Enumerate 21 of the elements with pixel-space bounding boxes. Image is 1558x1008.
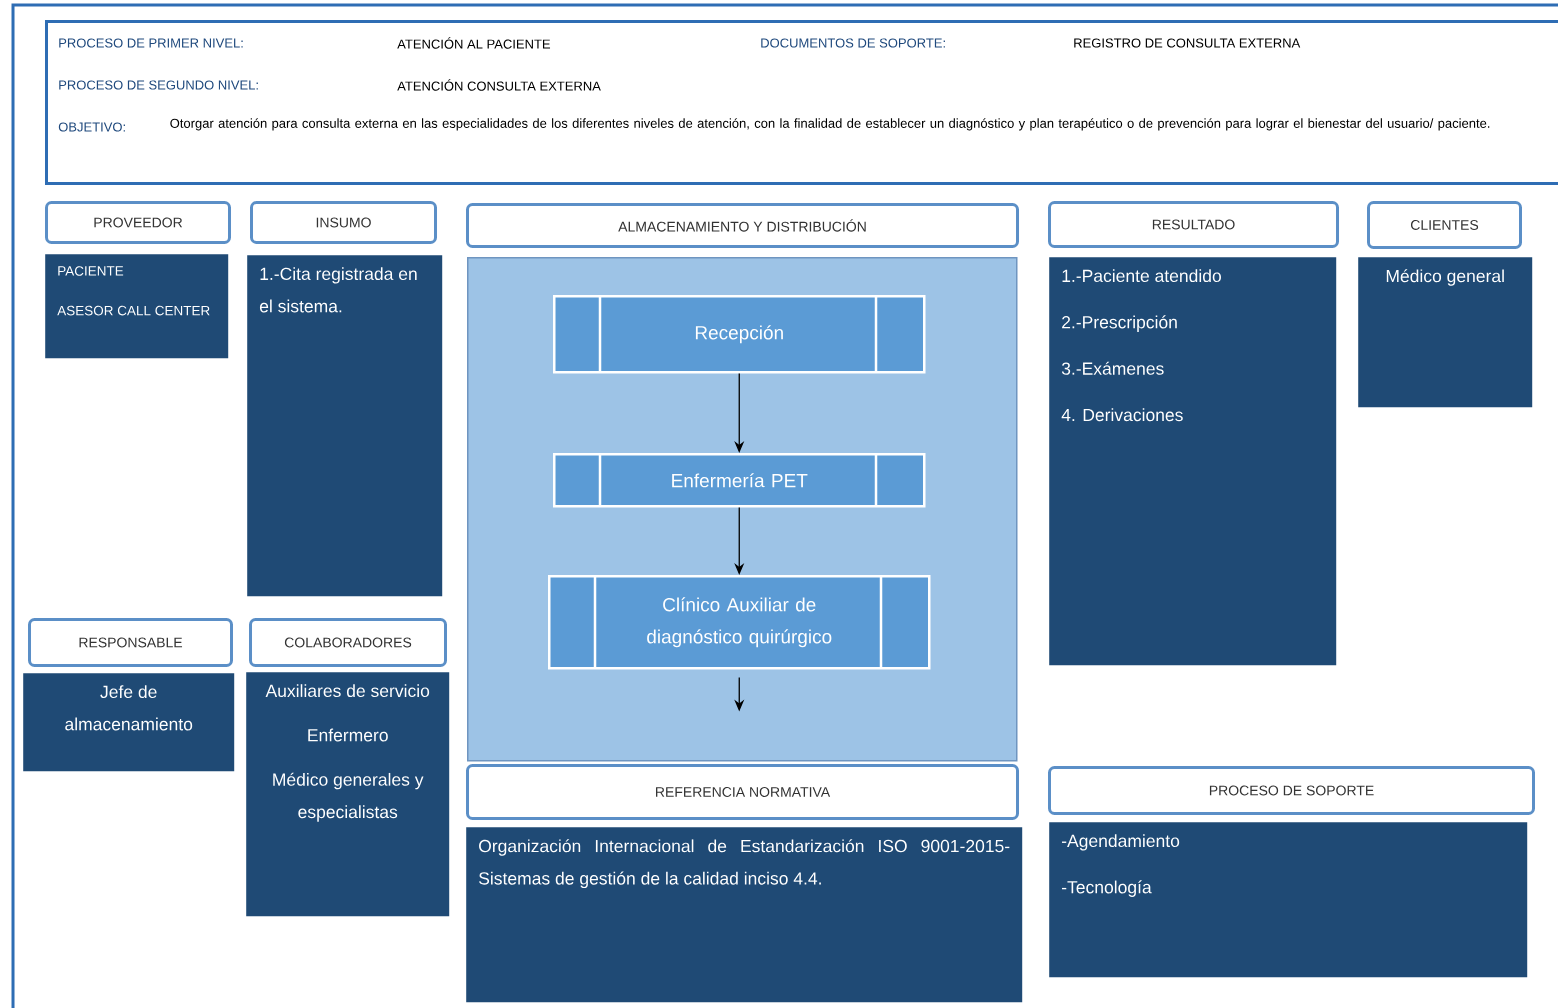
content-box: Médico general xyxy=(1358,257,1533,408)
heading-box: INSUMO xyxy=(250,201,437,244)
heading-box: COLABORADORES xyxy=(249,618,447,667)
heading-box: REFERENCIA NORMATIVA xyxy=(466,764,1019,820)
content-box: -Agendamiento -Tecnología xyxy=(1049,822,1528,978)
process-box: Clínico Auxiliar de diagnóstico quirúrgico xyxy=(548,573,931,670)
heading-box: PROCESO DE SOPORTE xyxy=(1048,766,1535,815)
header-box: PROCESO DE PRIMER NIVEL: ATENCIÓN AL PACIENTE DOCUMENTOS DE SOPORTE: REGISTRO DE CONSULTA EXTERNA PROCESO DE SEGUNDO NIVEL: ATENCIÓN CONSULTA EXTERNA OBJETIVO: Otorgar atención para consulta externa en las especialidades de los diferentes niveles de atención, con la finalidad de establecer un diagnóstico y plan terapéutico o de prevención para lograr el bienestar del usuario/ paciente. xyxy=(45,20,1558,185)
content-box: 1.-Paciente atendido 2.-Prescripción 3.-Exámenes 4. Derivaciones xyxy=(1049,257,1337,666)
heading-box: PROVEEDOR xyxy=(45,201,231,244)
process-box: Recepción xyxy=(553,293,926,374)
heading-box: CLIENTES xyxy=(1367,201,1522,249)
content-box: PACIENTE ASESOR CALL CENTER xyxy=(45,254,229,359)
content-box: Jefe de almacenamiento xyxy=(23,673,235,772)
heading-box: RESULTADO xyxy=(1048,201,1339,248)
content-box: Auxiliares de servicio Enfermero Médico generales y especialistas xyxy=(246,672,450,917)
heading-box: RESPONSABLE xyxy=(28,618,233,667)
content-box: Organización Internacional de Estandarización ISO 9001-2015-Sistemas de gestión de la calidad inciso 4.4. xyxy=(466,827,1023,1003)
content-box: 1.-Cita registrada en el sistema. xyxy=(247,255,443,597)
heading-box: ALMACENAMIENTO Y DISTRIBUCIÓN xyxy=(466,203,1019,248)
process-box: Enfermería PET xyxy=(553,451,926,508)
